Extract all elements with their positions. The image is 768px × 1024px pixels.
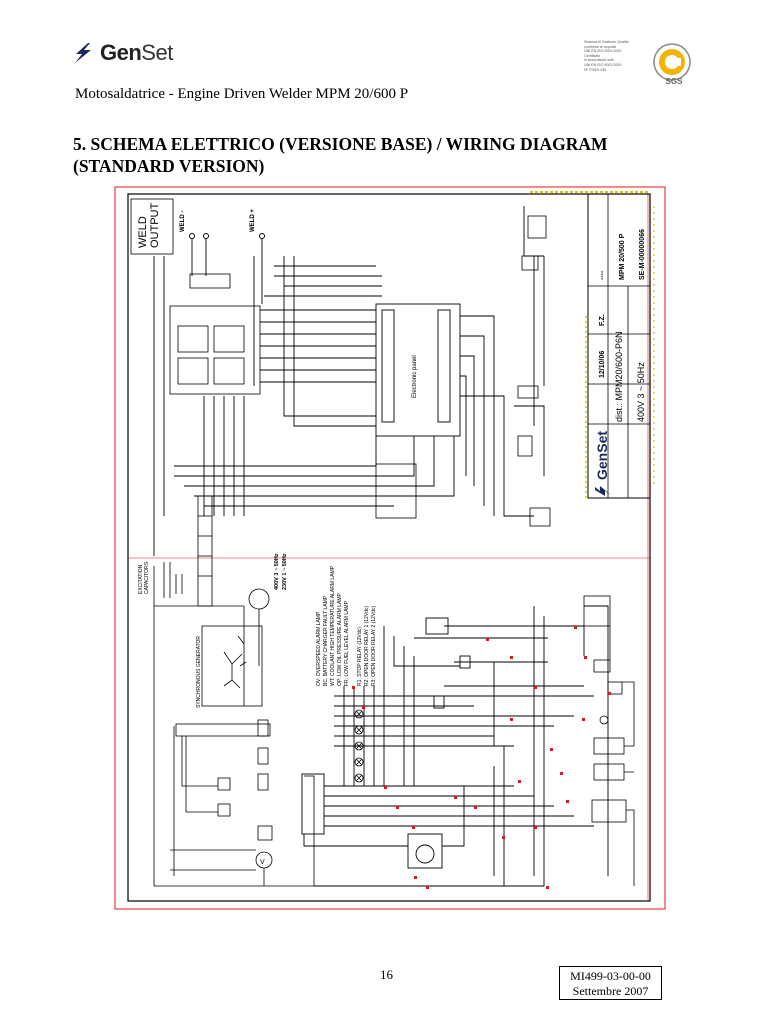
junction-marker	[396, 806, 399, 809]
weld-plus-label: WELD +	[250, 209, 256, 232]
rectifier-bridge	[169, 273, 261, 395]
junction-marker	[412, 826, 415, 829]
junction-marker	[454, 796, 457, 799]
junction-marker	[486, 638, 489, 641]
title-block-bolt-icon	[595, 486, 611, 496]
lamp-legend-line: OP: LOW OIL PRESSURE ALARM LAMP	[337, 592, 343, 686]
lower-left-outlets	[153, 719, 315, 887]
lamp-legend-line: FR: LOW FUEL LEVEL ALARM LAMP	[344, 600, 350, 686]
title-block-brand: GenSet	[594, 431, 610, 480]
junction-marker	[550, 748, 553, 751]
certification-line: Nº IT05/0.435	[584, 67, 607, 72]
junction-marker	[608, 692, 611, 695]
title-block-model: MPM 20/500 P	[619, 233, 626, 280]
junction-marker	[584, 656, 587, 659]
lamp-legend-line: BC: BATTERY CHARGER FAULT LAMP	[323, 595, 329, 686]
title-block-drawing: dist.: MPM20/600-P6N	[614, 331, 624, 422]
lamp-legend-line: OV: OVERSPEED ALARM LAMP	[316, 611, 322, 686]
title-block: GenSet dist.: MPM20/600-P6N 400V 3 ~ 50H…	[530, 191, 655, 499]
document-reference-box: MI499-03-00-00 Settembre 2007	[559, 966, 662, 1000]
junction-marker	[574, 626, 577, 629]
junction-marker	[362, 706, 365, 709]
weld-output-section: WELDOUTPUT WELD - WELD +	[130, 198, 265, 255]
wiring-diagram: GenSet dist.: MPM20/600-P6N 400V 3 ~ 50H…	[114, 186, 666, 910]
upper-right-components	[375, 215, 551, 527]
title-block-dashes: ----	[599, 270, 606, 280]
junction-marker	[566, 800, 569, 803]
title-block-number: SE-M-00000066	[639, 229, 646, 280]
junction-marker	[518, 780, 521, 783]
page-number: 16	[380, 967, 393, 982]
excitation-capacitors	[153, 562, 244, 607]
section-title: 5. SCHEMA ELETTRICO (VERSIONE BASE) / WI…	[73, 134, 608, 176]
document-title: Motosaldatrice - Engine Driven Welder MP…	[75, 86, 409, 102]
certification-line: conforme ai requisiti	[584, 44, 617, 49]
junction-marker	[546, 886, 549, 889]
diagram-frame	[114, 186, 666, 910]
sgs-badge: SGS	[652, 42, 692, 91]
certification-line: UNI EN ISO 9001:2000	[584, 49, 622, 54]
supply-label-400: 400V 3 ~ 50Hz	[274, 553, 280, 590]
certification-line: Sistema di Gestione Qualità	[584, 40, 629, 44]
electronic-panel-label: Electronic panel	[412, 355, 418, 398]
document-code: MI499-03-00-00	[570, 969, 651, 983]
junction-markers	[352, 626, 611, 889]
title-block-author: F.Z.	[599, 314, 606, 326]
genset-logo: GenSet	[72, 40, 173, 66]
upper-wiring	[153, 206, 545, 556]
terminal-strip	[197, 495, 213, 607]
weld-output-title: WELDOUTPUT	[137, 203, 161, 249]
document-date: Settembre 2007	[572, 984, 649, 998]
title-block-date: 12/10/06	[599, 351, 606, 378]
junction-marker	[510, 656, 513, 659]
lamp-legend-line: WT: COOLANT HIGH TEMPERATURE ALARM LAMP	[330, 565, 336, 686]
voltmeter-symbol: V	[260, 859, 265, 866]
sgs-badge-text: SGS	[666, 77, 684, 86]
lamp-legend-line: R2: OPEN DOOR RELAY 1 (12Vdc)	[364, 606, 370, 686]
certification-line: in accordance with	[584, 58, 614, 63]
junction-marker	[474, 806, 477, 809]
junction-marker	[582, 718, 585, 721]
junction-marker	[534, 686, 537, 689]
title-block-supply: 400V 3 ~ 50Hz	[636, 362, 646, 422]
junction-marker	[352, 686, 355, 689]
junction-marker	[560, 772, 563, 775]
certification-line: Certificato	[584, 53, 601, 58]
certification-line: UNI EN ISO 9001:2000	[584, 62, 622, 67]
generator-label: SYNCHRONOUS GENERATOR	[196, 636, 202, 708]
junction-marker	[510, 718, 513, 721]
junction-marker	[414, 876, 417, 879]
junction-marker	[502, 836, 505, 839]
junction-marker	[426, 886, 429, 889]
electronic-panel	[375, 303, 461, 437]
junction-marker	[384, 786, 387, 789]
engine-sensors	[583, 595, 635, 886]
junction-marker	[534, 826, 537, 829]
warning-lamps	[354, 709, 364, 783]
capacitors-label: EXCITATIONCAPACITORS	[138, 561, 150, 594]
drawing-border	[127, 193, 651, 902]
weld-minus-label: WELD -	[180, 211, 186, 232]
logo-wordmark: GenSet	[100, 40, 173, 65]
lamp-legend-line: R1: STOP RELAY (12Vdc)	[357, 627, 363, 686]
supply-label-230: 230V 1 ~ 50Hz	[282, 553, 288, 590]
lamp-legend-line: R3: OPEN DOOR RELAY 2 (12Vdc)	[371, 606, 377, 686]
genset-bolt-icon	[75, 43, 91, 63]
synchronous-generator	[153, 588, 270, 726]
